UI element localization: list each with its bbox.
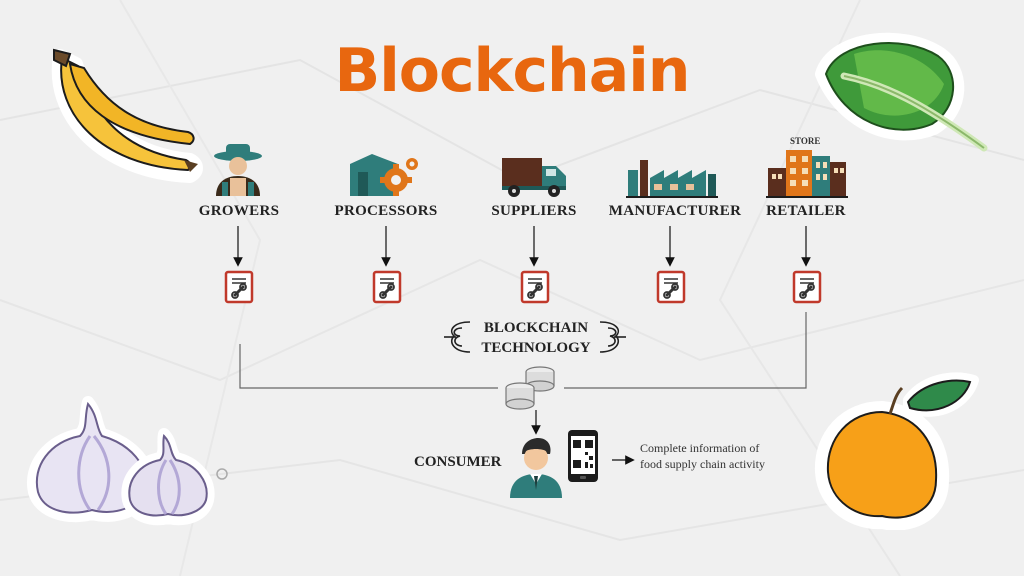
- orange-fruit-icon: [814, 372, 979, 530]
- stage-label-manufacturer: MANUFACTURER: [608, 203, 742, 219]
- delivery-truck-icon: [502, 158, 566, 197]
- factory-icon: [626, 160, 718, 198]
- factory-gear-icon: [350, 154, 418, 196]
- page-title: Blockchain: [334, 36, 690, 106]
- info-text: Complete information of food supply chai…: [640, 440, 810, 472]
- garlic-icon: [26, 396, 228, 526]
- blockchain-label-line1: BLOCKCHAIN: [483, 320, 589, 336]
- banana-icon: [51, 48, 203, 183]
- stage-label-growers: GROWERS: [198, 203, 280, 219]
- store-building-icon: [766, 150, 848, 198]
- ledger-doc-icon: [520, 270, 550, 304]
- info-line1: Complete information of: [640, 441, 760, 455]
- stage-label-processors: PROCESSORS: [334, 203, 438, 219]
- spinach-leaf-icon: [815, 32, 988, 152]
- qr-phone-icon: [568, 430, 598, 482]
- stage-label-suppliers: SUPPLIERS: [491, 203, 577, 219]
- farmer-icon: [214, 144, 262, 196]
- consumer-label: CONSUMER: [414, 454, 502, 470]
- blockchain-technology-label: BLOCKCHAIN TECHNOLOGY: [456, 318, 616, 358]
- ledger-doc-icon: [372, 270, 402, 304]
- ledger-doc-icon: [792, 270, 822, 304]
- ornament-frame: [444, 321, 626, 353]
- expand-icon: [216, 468, 228, 480]
- info-line2: food supply chain activity: [640, 457, 765, 471]
- stage-label-retailer: RETAILER: [766, 203, 846, 219]
- blockchain-label-line2: TECHNOLOGY: [481, 340, 591, 356]
- database-stack-icon: [505, 366, 555, 410]
- consumer-person-icon: [510, 438, 562, 498]
- ledger-doc-icon: [656, 270, 686, 304]
- ledger-doc-icon: [224, 270, 254, 304]
- store-sign: STORE: [790, 136, 821, 146]
